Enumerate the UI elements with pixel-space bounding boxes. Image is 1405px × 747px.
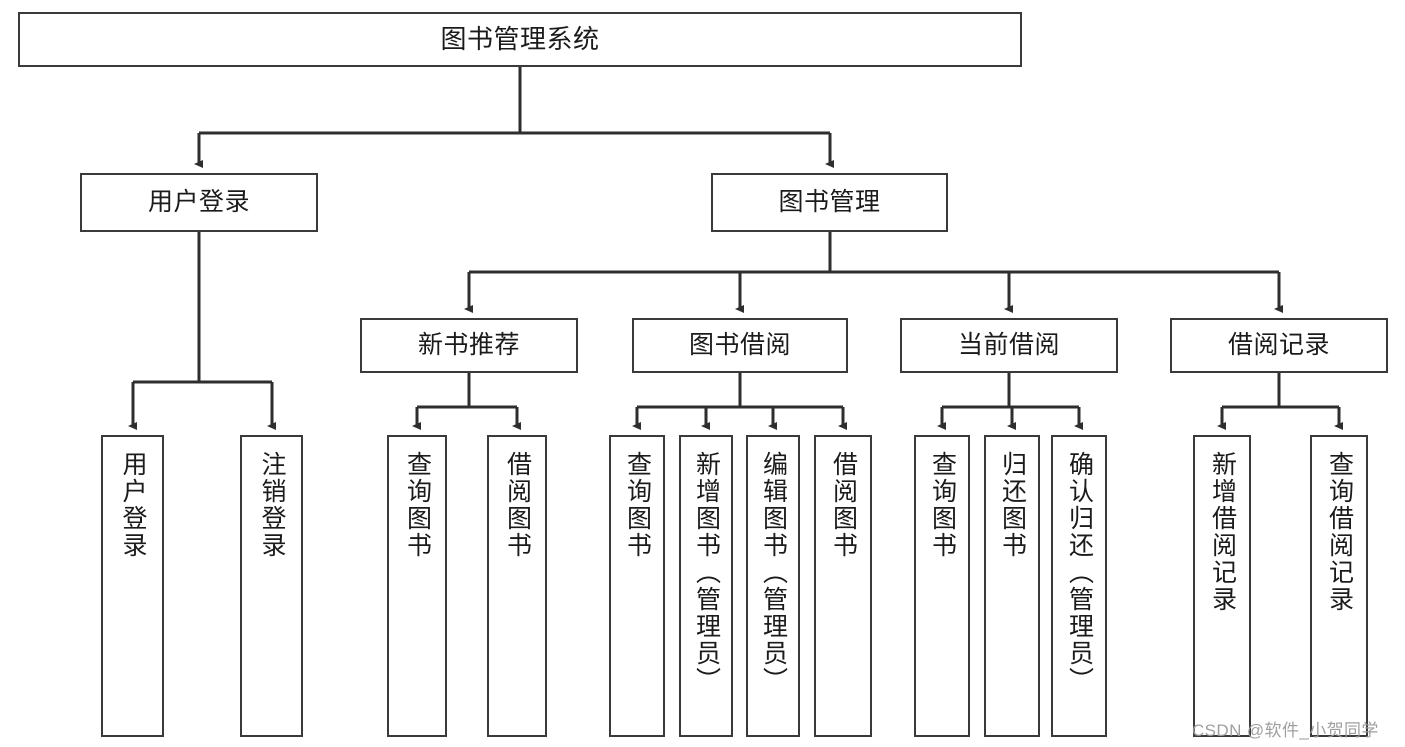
node-leaf-logout[interactable]: 注销登录 bbox=[240, 435, 303, 737]
node-current-borrow[interactable]: 当前借阅 bbox=[900, 318, 1118, 373]
node-current-borrow-label: 当前借阅 bbox=[957, 330, 1060, 359]
node-leaf-query-book-3-label: 查询图书 bbox=[928, 451, 957, 559]
node-leaf-query-record-label: 查询借阅记录 bbox=[1325, 451, 1354, 613]
node-leaf-query-book-2-label: 查询图书 bbox=[623, 451, 652, 559]
node-leaf-borrow-book-1[interactable]: 借阅图书 bbox=[487, 435, 547, 737]
node-leaf-borrow-book-2[interactable]: 借阅图书 bbox=[814, 435, 872, 737]
node-leaf-add-book[interactable]: 新增图书（管理员） bbox=[679, 435, 733, 737]
node-borrow-record-label: 借阅记录 bbox=[1227, 330, 1330, 359]
node-leaf-add-book-label: 新增图书（管理员） bbox=[692, 451, 721, 694]
node-leaf-query-book-2[interactable]: 查询图书 bbox=[609, 435, 665, 737]
node-leaf-query-book-3[interactable]: 查询图书 bbox=[914, 435, 970, 737]
node-leaf-edit-book[interactable]: 编辑图书（管理员） bbox=[746, 435, 800, 737]
node-leaf-return-book-label: 归还图书 bbox=[998, 451, 1027, 559]
node-user-login[interactable]: 用户登录 bbox=[80, 173, 318, 232]
node-user-login-label: 用户登录 bbox=[147, 187, 250, 216]
node-leaf-confirm-return[interactable]: 确认归还（管理员） bbox=[1051, 435, 1107, 737]
node-leaf-return-book[interactable]: 归还图书 bbox=[984, 435, 1040, 737]
node-new-book-recommend-label: 新书推荐 bbox=[417, 330, 520, 359]
node-root-label: 图书管理系统 bbox=[440, 24, 600, 55]
node-leaf-add-record[interactable]: 新增借阅记录 bbox=[1193, 435, 1251, 737]
node-leaf-user-login-label: 用户登录 bbox=[119, 451, 147, 559]
node-book-borrow-label: 图书借阅 bbox=[688, 330, 791, 359]
node-leaf-user-login[interactable]: 用户登录 bbox=[101, 435, 164, 737]
node-book-borrow[interactable]: 图书借阅 bbox=[632, 318, 848, 373]
node-root[interactable]: 图书管理系统 bbox=[18, 12, 1022, 67]
node-leaf-query-record[interactable]: 查询借阅记录 bbox=[1310, 435, 1368, 737]
node-book-manage[interactable]: 图书管理 bbox=[711, 173, 948, 232]
node-leaf-query-book-1[interactable]: 查询图书 bbox=[387, 435, 447, 737]
node-leaf-confirm-return-label: 确认归还（管理员） bbox=[1065, 451, 1094, 694]
node-leaf-edit-book-label: 编辑图书（管理员） bbox=[759, 451, 788, 694]
node-new-book-recommend[interactable]: 新书推荐 bbox=[360, 318, 578, 373]
node-borrow-record[interactable]: 借阅记录 bbox=[1170, 318, 1388, 373]
node-leaf-add-record-label: 新增借阅记录 bbox=[1208, 451, 1237, 613]
node-leaf-logout-label: 注销登录 bbox=[258, 451, 286, 559]
node-leaf-borrow-book-2-label: 借阅图书 bbox=[829, 451, 858, 559]
node-leaf-borrow-book-1-label: 借阅图书 bbox=[503, 451, 532, 559]
node-leaf-query-book-1-label: 查询图书 bbox=[403, 451, 432, 559]
node-book-manage-label: 图书管理 bbox=[778, 187, 881, 216]
csdn-watermark: CSDN @软件_小贺同学 bbox=[1192, 721, 1379, 740]
